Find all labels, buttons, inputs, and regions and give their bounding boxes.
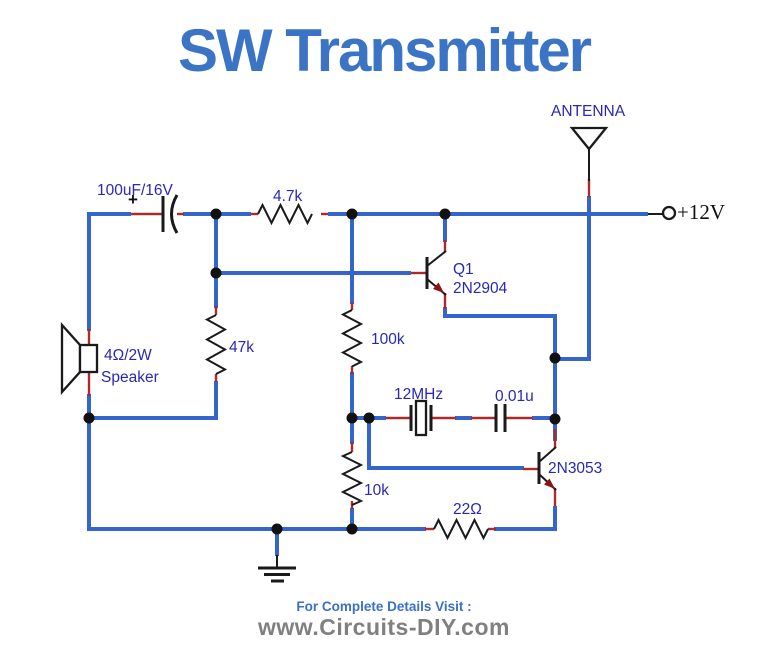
antenna-symbol [569,126,609,181]
footer-site-url: www.Circuits-DIY.com [258,614,510,640]
resistor-10k-symbol [340,451,364,506]
wire-q1-emitter-path [443,307,557,359]
speaker-symbol [60,322,99,395]
speaker-label-line1: 4Ω/2W [104,347,152,364]
transistor-q1-ref-label: Q1 [453,261,474,278]
capacitor-c1-symbol [161,194,179,234]
transistor-q1-part-label: 2N2904 [453,280,508,297]
transistor-q1-symbol [425,250,447,296]
resistor-10k-label: 10k [364,482,389,499]
footer-heading: For Complete Details Visit : [296,599,472,614]
resistor-22ohm-symbol [433,517,489,541]
supply-voltage-label: +12V [677,200,726,224]
wire-47k-branch [89,214,218,420]
supply-terminal [648,205,677,221]
resistor-22ohm-label: 22Ω [453,501,482,518]
component-leads [87,179,591,531]
capacitor-c1-label: 100uF/16V [97,182,173,199]
resistor-4.7k-label: 4.7k [273,188,303,205]
crystal-12mhz-label: 12MHz [394,386,444,403]
capacitor-c2-label: 0.01u [495,388,534,405]
capacitor-c1-polarity: + [128,190,138,209]
wire-q2-base [367,418,524,470]
resistor-47k-symbol [204,314,228,375]
wire-bottom-rail [87,506,557,556]
capacitor-c2-symbol [494,404,507,432]
speaker-label-line2: Speaker [101,369,159,386]
antenna-label: ANTENNA [551,103,626,120]
resistor-47k-label: 47k [229,339,254,356]
page-title: SW Transmitter [177,17,592,84]
transistor-q2-symbol [537,446,557,491]
wire-antenna-node [553,196,591,441]
crystal-12mhz-symbol [409,399,433,437]
resistor-100k-label: 100k [371,331,405,348]
resistor-4.7k-symbol [257,202,313,226]
resistor-100k-symbol [340,309,364,368]
junction-dots [83,208,561,535]
transistor-q2-part-label: 2N3053 [548,460,603,477]
ground-symbol [258,555,296,583]
